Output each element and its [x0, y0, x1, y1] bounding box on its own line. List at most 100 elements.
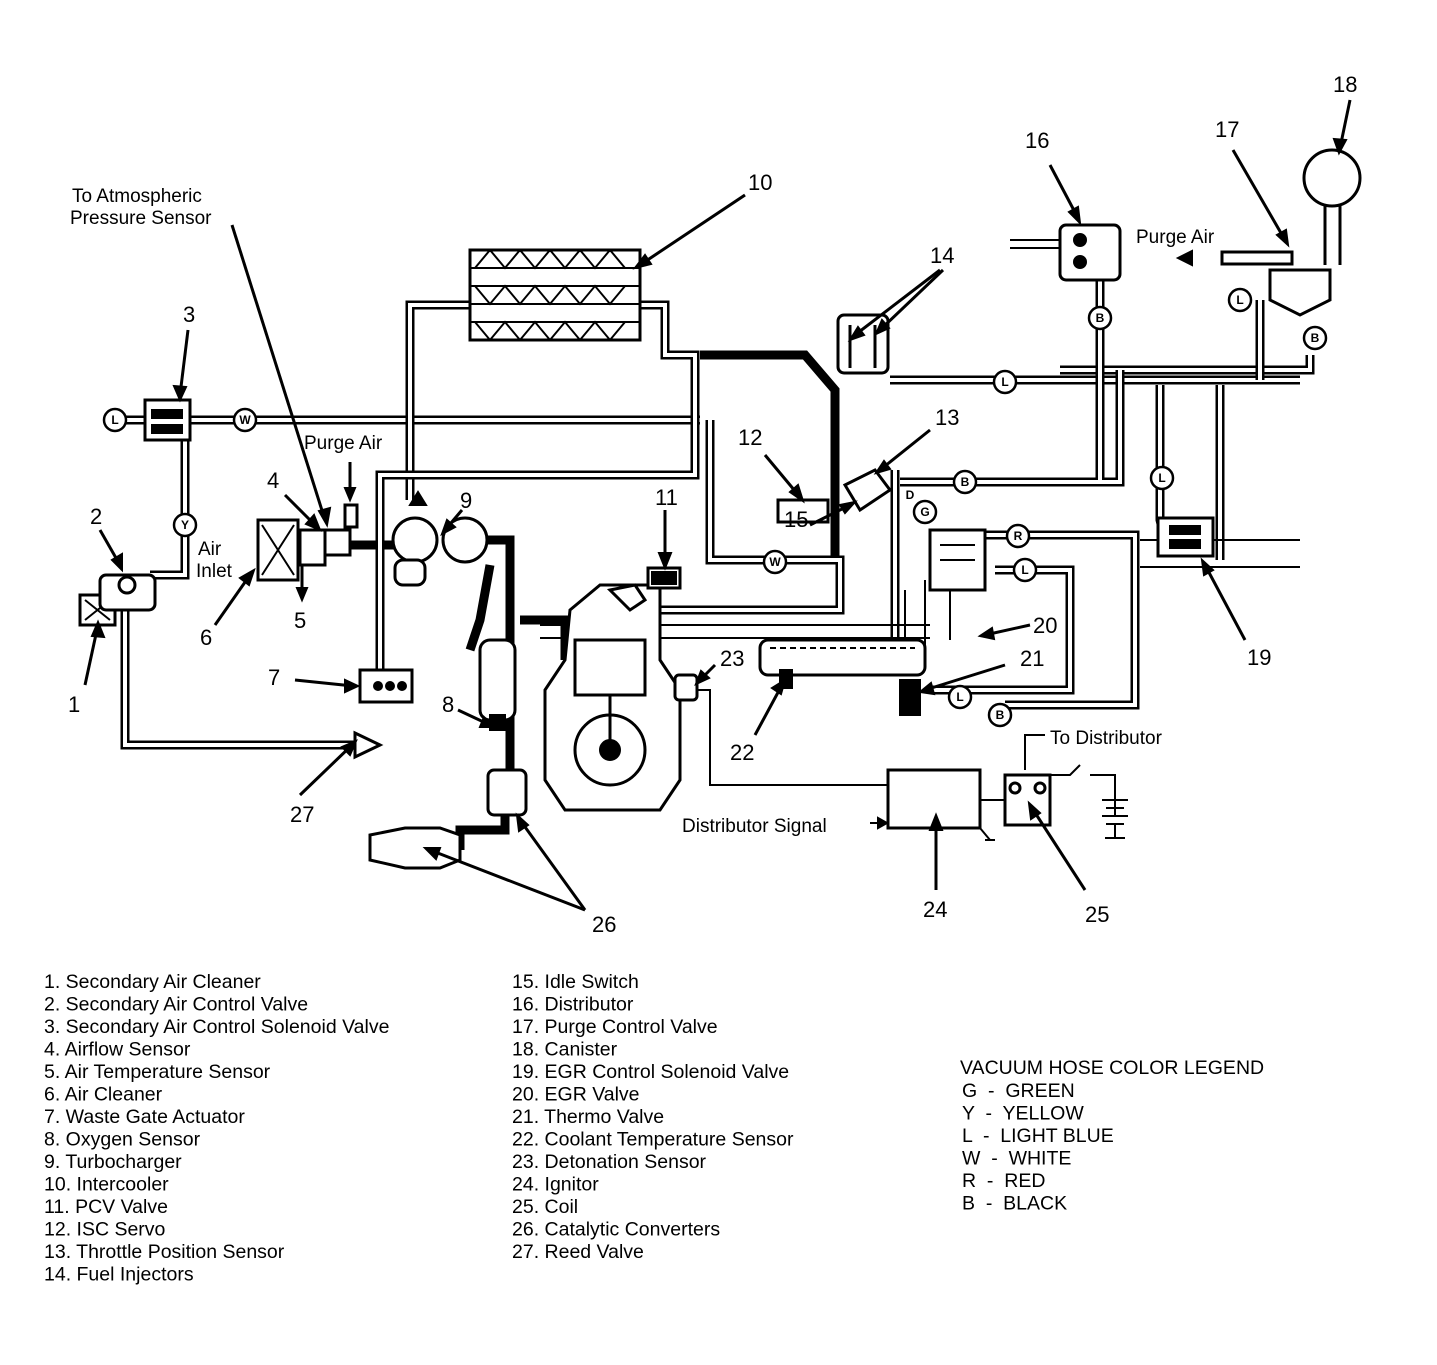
callout-26: 26: [592, 912, 616, 937]
callout-11: 11: [655, 485, 678, 510]
hose-badge-letter: L: [1158, 471, 1165, 485]
legend-item: 24. Ignitor: [512, 1174, 599, 1196]
callout-19: 19: [1247, 645, 1271, 670]
callout-13: 13: [935, 405, 959, 430]
leader-arrows: [83, 99, 1352, 912]
intercooler-shape: [468, 248, 642, 342]
callout-15: 15: [784, 507, 808, 532]
legend-item: 15. Idle Switch: [512, 971, 639, 993]
egr-solenoid-shape: [1156, 516, 1215, 558]
callout-18: 18: [1333, 72, 1357, 97]
hose-badge-letter: B: [996, 708, 1005, 722]
legend-item: 7. Waste Gate Actuator: [44, 1106, 245, 1128]
hose-badge: B: [987, 702, 1013, 728]
legend-item: 9. Turbocharger: [44, 1151, 182, 1173]
legend-item: 21. Thermo Valve: [512, 1106, 664, 1128]
callout-14: 14: [930, 243, 954, 268]
components: [78, 148, 1362, 870]
hose-badge-letter: B: [1311, 331, 1320, 345]
callout-4: 4: [267, 468, 279, 493]
distributor-signal-label: Distributor Signal: [682, 816, 827, 837]
legend-item: 13. Throttle Position Sensor: [44, 1241, 285, 1263]
thermo-valve-shape: [899, 679, 921, 716]
color-legend-entry: W - WHITE: [962, 1148, 1071, 1170]
callout-21: 21: [1020, 646, 1044, 671]
hose-badge-letter: L: [1021, 563, 1028, 577]
legend-item: 20. EGR Valve: [512, 1084, 640, 1106]
hose-badge-letter: D: [906, 488, 915, 502]
hose-badge: L: [1149, 465, 1175, 491]
hose-badge-letter: G: [920, 505, 929, 519]
callout-3: 3: [183, 302, 195, 327]
air-inlet-label-1: Air: [198, 539, 222, 560]
legend-item: 23. Detonation Sensor: [512, 1151, 707, 1173]
hose-badge-letter: L: [1236, 293, 1243, 307]
legend-item: 22. Coolant Temperature Sensor: [512, 1129, 794, 1151]
hose-badge: L: [947, 684, 973, 710]
detonation-sensor-shape: [673, 673, 699, 702]
diagram-labels: To Atmospheric Pressure Sensor Purge Air…: [70, 186, 1215, 837]
color-legend-entry: Y - YELLOW: [962, 1103, 1084, 1125]
legend-item: 14. Fuel Injectors: [44, 1264, 194, 1286]
engine-block: [543, 583, 682, 812]
color-legend-title: VACUUM HOSE COLOR LEGEND: [960, 1057, 1264, 1079]
to-atmospheric-label-1: To Atmospheric: [72, 186, 202, 207]
callout-6: 6: [200, 625, 212, 650]
callout-27: 27: [290, 802, 314, 827]
hose-badge: W: [232, 407, 258, 433]
hose-badge-letter: R: [1014, 529, 1023, 543]
legend-item: 5. Air Temperature Sensor: [44, 1061, 271, 1083]
to-atmospheric-label-2: Pressure Sensor: [70, 208, 212, 229]
purge-air-right-label: Purge Air: [1136, 227, 1215, 248]
legend-item: 25. Coil: [512, 1196, 578, 1218]
callout-17: 17: [1215, 117, 1239, 142]
turbocharger-shape: [391, 490, 489, 587]
hose-badge: B: [1302, 325, 1328, 351]
hose-badge: L: [1227, 287, 1253, 313]
color-legend-entry: R - RED: [962, 1170, 1045, 1192]
legend-item: 26. Catalytic Converters: [512, 1219, 720, 1241]
callout-20: 20: [1033, 613, 1057, 638]
catalytic-converter-lower: [368, 826, 462, 870]
legend-item: 18. Canister: [512, 1039, 618, 1061]
callout-25: 25: [1085, 902, 1109, 927]
legend-item: 19. EGR Control Solenoid Valve: [512, 1061, 789, 1083]
hose-badge: L: [992, 369, 1018, 395]
hose-badge: G: [912, 499, 938, 525]
hose-badge: Y: [172, 512, 198, 538]
legend-item: 27. Reed Valve: [512, 1241, 644, 1263]
callout-24: 24: [923, 897, 947, 922]
purge-air-left-label: Purge Air: [304, 433, 383, 454]
callout-10: 10: [748, 170, 772, 195]
hose-badge: W: [762, 549, 788, 575]
legend-item: 4. Airflow Sensor: [44, 1039, 191, 1061]
legend-item: 2. Secondary Air Control Valve: [44, 994, 308, 1016]
legend-item: 1. Secondary Air Cleaner: [44, 971, 261, 993]
legend-item: 6. Air Cleaner: [44, 1084, 163, 1106]
legend-item: 12. ISC Servo: [44, 1219, 166, 1241]
hose-badge-letter: B: [1096, 311, 1105, 325]
hose-badge: L: [1012, 557, 1038, 583]
callout-16: 16: [1025, 128, 1049, 153]
catalytic-converter-upper: [486, 768, 528, 817]
legend-item: 11. PCV Valve: [44, 1196, 168, 1218]
callout-22: 22: [730, 740, 754, 765]
hose-badge-letter: B: [961, 475, 970, 489]
callout-1: 1: [68, 692, 80, 717]
to-distributor-label: To Distributor: [1050, 728, 1163, 749]
color-legend-entry: B - BLACK: [962, 1193, 1067, 1215]
callout-5: 5: [294, 608, 306, 633]
legend-item: 8. Oxygen Sensor: [44, 1129, 201, 1151]
callout-23: 23: [720, 646, 744, 671]
hose-badge-letter: L: [1001, 375, 1008, 389]
hose-badge-letter: W: [239, 413, 251, 427]
legend-item: 17. Purge Control Valve: [512, 1016, 718, 1038]
callout-7: 7: [268, 665, 280, 690]
color-legend-entry: L - LIGHT BLUE: [962, 1125, 1114, 1147]
